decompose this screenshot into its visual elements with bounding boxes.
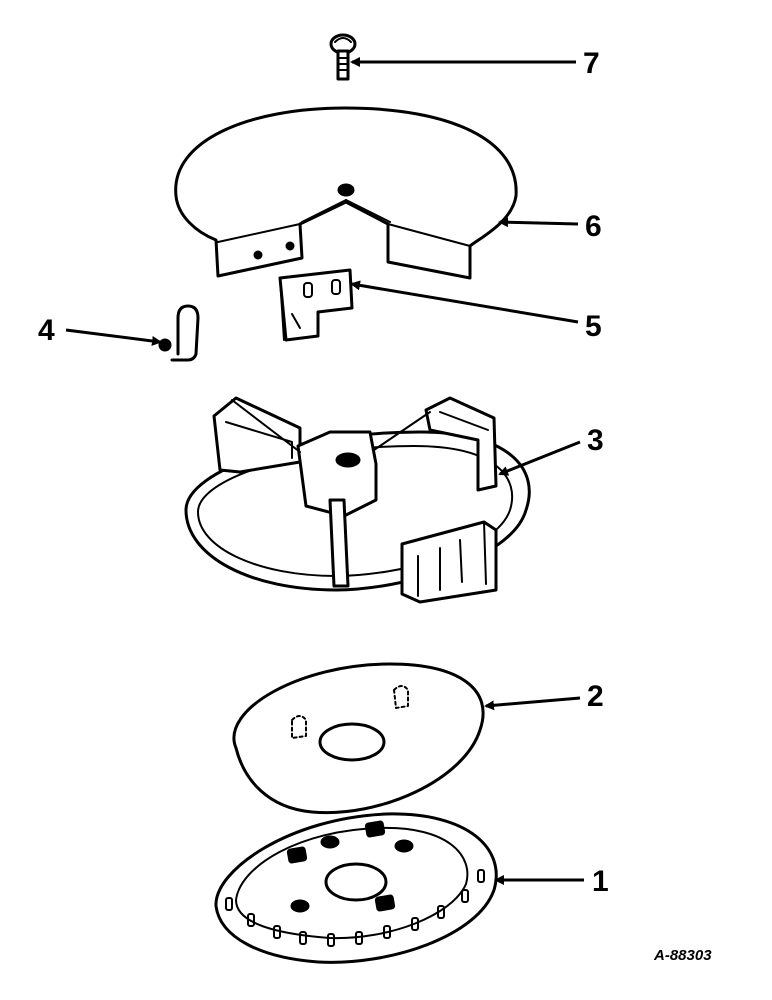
part-5-clip xyxy=(278,268,354,342)
leader-line-3 xyxy=(498,440,581,476)
callout-label-5: 5 xyxy=(585,310,602,343)
callout-label-6: 6 xyxy=(585,210,602,243)
leader-line-4 xyxy=(65,328,162,346)
callout-label-4: 4 xyxy=(38,314,55,347)
callout-3: 3 xyxy=(498,424,604,476)
callout-1: 1 xyxy=(494,865,609,898)
part-3-bracket xyxy=(184,396,531,604)
callout-7: 7 xyxy=(350,47,600,80)
callout-5: 5 xyxy=(350,280,602,343)
callout-4: 4 xyxy=(38,314,162,347)
part-7-screw xyxy=(329,33,357,81)
part-1-seed-plate xyxy=(214,812,498,964)
callout-label-7: 7 xyxy=(583,47,600,80)
part-6-cover-plate xyxy=(174,106,518,280)
part-4-pin xyxy=(158,304,200,362)
leader-line-5 xyxy=(350,280,579,324)
part-2-disc xyxy=(232,662,485,815)
callout-6: 6 xyxy=(498,210,602,243)
callout-2: 2 xyxy=(484,680,604,713)
leader-line-6 xyxy=(498,217,579,228)
callout-label-3: 3 xyxy=(587,424,604,457)
leader-line-2 xyxy=(484,696,581,711)
callout-label-2: 2 xyxy=(587,680,604,713)
figure-id: A-88303 xyxy=(653,947,712,964)
callout-label-1: 1 xyxy=(592,865,609,898)
